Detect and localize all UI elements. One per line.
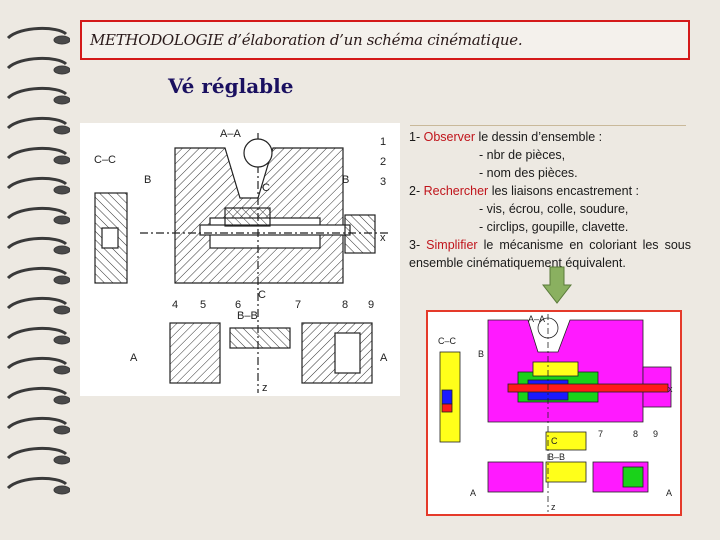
keyword-rechercher: Rechercher <box>423 184 489 198</box>
label-z: z <box>262 382 268 394</box>
label2-bb: B–B <box>548 452 565 462</box>
slide-piece <box>224 207 271 227</box>
label2-z: z <box>551 502 556 512</box>
label-n5: 5 <box>200 299 206 311</box>
step-1-a: - nbr de pièces, <box>479 148 566 162</box>
label2-n8: 8 <box>633 429 638 439</box>
label-bb: B–B <box>237 310 258 322</box>
section-bb-left <box>169 322 221 384</box>
yellow-slide <box>532 361 579 377</box>
label2-n9: 9 <box>653 429 658 439</box>
methodology-steps: 1- Observer le dessin d’ensemble : - nbr… <box>409 128 691 272</box>
label2-cc: C–C <box>438 336 457 346</box>
step-1-b: - nom des pièces. <box>479 166 578 180</box>
title-box: METHODOLOGIE d’élaboration d’un schéma c… <box>80 20 690 60</box>
step-2-a: - vis, écrou, colle, soudure, <box>479 202 629 216</box>
step-2-b: - circlips, goupille, clavette. <box>479 220 629 234</box>
colored-assembly-drawing: A–A C–C B C B–B A A 7 8 9 x z <box>426 310 682 516</box>
divider-line <box>410 125 686 126</box>
keyword-simplifier: Simplifier <box>426 238 478 252</box>
bb-center <box>545 461 587 483</box>
label-n9: 9 <box>368 299 374 311</box>
label-cc: C–C <box>94 154 116 166</box>
label-n7: 7 <box>295 299 301 311</box>
cc-red <box>441 403 453 413</box>
label2-b-left: B <box>478 349 484 359</box>
step-2: 2- Rechercher les liaisons encastrement … <box>409 184 639 198</box>
label2-aa: A–A <box>528 314 545 324</box>
keyword-observer: Observer <box>423 130 475 144</box>
step-1: 1- Observer le dessin d’ensemble : <box>409 130 603 144</box>
slide-subtitle: Vé réglable <box>168 74 294 98</box>
label2-a-left: A <box>470 488 476 498</box>
bb-green <box>622 466 644 488</box>
nut <box>344 214 376 254</box>
label-n3: 3 <box>380 176 386 188</box>
label-n6: 6 <box>235 299 241 311</box>
label-b-right: B <box>342 174 349 186</box>
bb-yellow-bottom <box>545 431 587 451</box>
label-n4: 4 <box>172 299 178 311</box>
section-bb-center <box>229 327 291 349</box>
label-c-top: C <box>262 182 270 194</box>
ring-group <box>6 26 70 495</box>
bb-left <box>487 461 544 493</box>
label-a-left: A <box>130 352 138 364</box>
down-arrow-icon <box>542 266 572 304</box>
cc-blue <box>441 389 453 405</box>
label2-c: C <box>551 436 558 446</box>
label-n8: 8 <box>342 299 348 311</box>
label-c-bottom: C <box>258 289 266 301</box>
label2-x: x <box>668 384 673 394</box>
slide-title: METHODOLOGIE d’élaboration d’un schéma c… <box>90 31 523 49</box>
label-n2: 2 <box>380 156 386 168</box>
label-b-left: B <box>144 174 151 186</box>
label-x: x <box>380 232 386 244</box>
label2-n7: 7 <box>598 429 603 439</box>
assembly-drawing: A–A C–C B B C C B–B A A 1 2 3 4 5 6 7 8 … <box>80 123 400 396</box>
binding-rings <box>6 26 70 495</box>
screw-red <box>507 383 669 393</box>
label-a-right: A <box>380 352 388 364</box>
label-aa: A–A <box>220 128 241 140</box>
label-n1: 1 <box>380 136 386 148</box>
step-3: 3- Simplifier le mécanisme en coloriant … <box>409 238 692 270</box>
label2-a-right: A <box>666 488 672 498</box>
